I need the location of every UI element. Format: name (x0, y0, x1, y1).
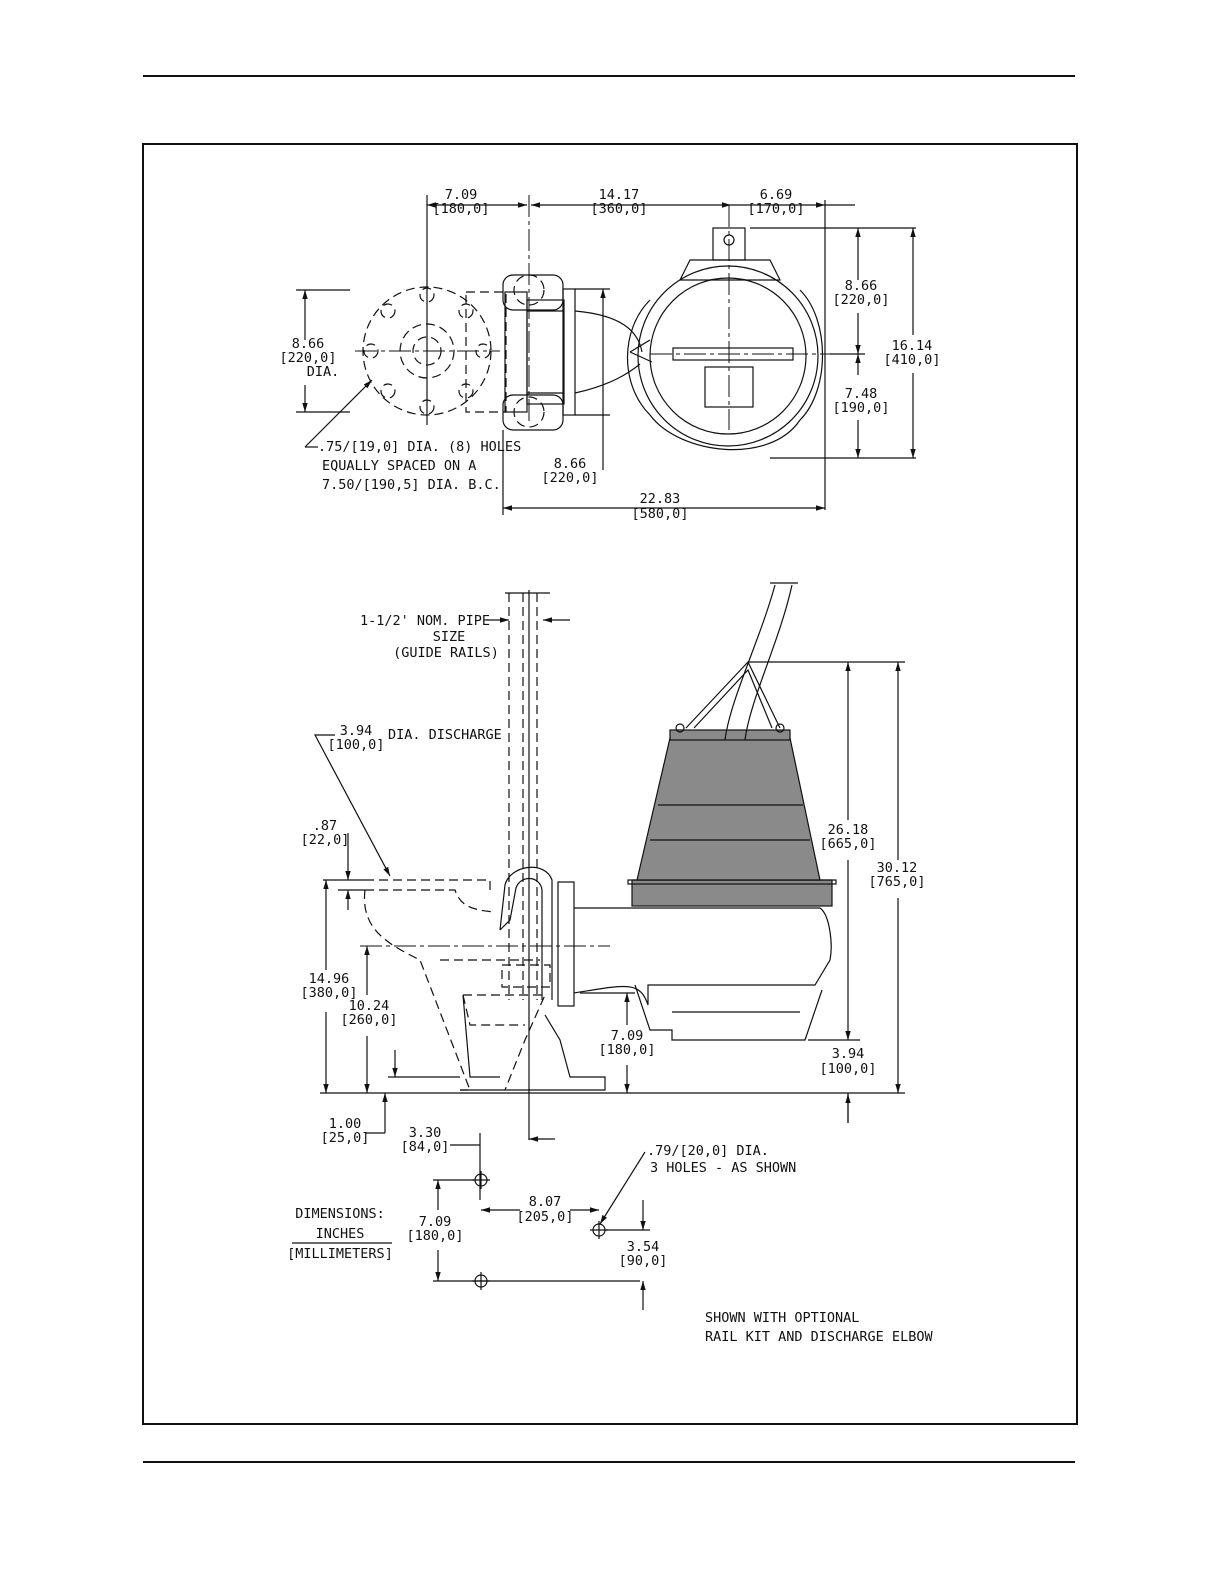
dim-overall-length: 22.83 (640, 491, 681, 507)
dim-overall-width-mm: [410,0] (884, 352, 941, 368)
note-holes-line2: EQUALLY SPACED ON A (322, 458, 476, 474)
dim-claw-mm: [220,0] (542, 470, 599, 486)
dim-base-plate: 1.00 (329, 1116, 362, 1132)
units-legend: DIMENSIONS: INCHES [MILLIMETERS] (287, 1206, 393, 1262)
discharge-label: DIA. DISCHARGE (388, 727, 502, 743)
dim-elbow-top: .87 (313, 818, 337, 834)
footnote-line2: RAIL KIT AND DISCHARGE ELBOW (705, 1329, 933, 1345)
dim-pump-height-mm: [665,0] (820, 836, 877, 852)
dim-upper-half-mm: [220,0] (833, 292, 890, 308)
discharge-size: 3.94 (340, 723, 373, 739)
dim-total-height-mm: [765,0] (869, 874, 926, 890)
dim-flange: 8.66 (292, 336, 325, 352)
dim-elbow-height-mm: [380,0] (301, 985, 358, 1001)
dim-flange-dia: DIA. (307, 364, 340, 380)
drawing-frame (142, 143, 1078, 1425)
dim-discharge-center-mm: [260,0] (341, 1012, 398, 1028)
legend-title: DIMENSIONS: (295, 1206, 384, 1222)
legend-inches: INCHES (316, 1226, 365, 1242)
dim-claw-height: 7.09 (611, 1028, 644, 1044)
dim-claw-height-mm: [180,0] (599, 1042, 656, 1058)
dim-hole-spacing-mm: [180,0] (407, 1228, 464, 1244)
dim-top-a-mm: [180,0] (433, 201, 490, 217)
dim-claw: 8.66 (554, 456, 587, 472)
dim-flange-mm: [220,0] (280, 350, 337, 366)
footnote-line1: SHOWN WITH OPTIONAL (705, 1310, 859, 1326)
dim-lower-half: 7.48 (845, 386, 878, 402)
dim-top-b-mm: [360,0] (591, 201, 648, 217)
note-holes-line3: 7.50/[190,5] DIA. B.C. (322, 477, 501, 493)
dim-hole-offset: 3.30 (409, 1125, 442, 1141)
pipe-note-line1: 1-1/2' NOM. PIPE (360, 613, 490, 629)
pipe-note-line3: (GUIDE RAILS) (393, 645, 499, 661)
dim-overall-width: 16.14 (892, 338, 933, 354)
top-view: 7.09 [180,0] 14.17 [360,0] 6.69 [170,0] … (280, 187, 941, 522)
dim-upper-half: 8.66 (845, 278, 878, 294)
legend-millimeters: [MILLIMETERS] (287, 1246, 393, 1262)
dim-base-plate-mm: [25,0] (321, 1130, 370, 1146)
dim-hole-lateral-mm: [205,0] (517, 1209, 574, 1225)
dim-top-c: 6.69 (760, 187, 793, 203)
dim-top-c-mm: [170,0] (748, 201, 805, 217)
note-holes-line1: .75/[19,0] DIA. (8) HOLES (318, 439, 521, 455)
discharge-size-mm: [100,0] (328, 737, 385, 753)
pipe-note-line2: SIZE (433, 629, 466, 645)
dim-hole-vertical-mm: [90,0] (619, 1253, 668, 1269)
dim-elbow-height: 14.96 (309, 971, 350, 987)
base-plan: 3.30 [84,0] 7.09 [180,0] 8.07 [205,0] 3.… (401, 1125, 796, 1310)
dim-lower-half-mm: [190,0] (833, 400, 890, 416)
dim-hole-offset-mm: [84,0] (401, 1139, 450, 1155)
base-holes-line1: .79/[20,0] DIA. (647, 1143, 769, 1159)
dim-total-height: 30.12 (877, 860, 918, 876)
dim-clearance-mm: [100,0] (820, 1061, 877, 1077)
dim-pump-height: 26.18 (828, 822, 869, 838)
dim-discharge-center: 10.24 (349, 998, 390, 1014)
dim-hole-vertical: 3.54 (627, 1239, 660, 1255)
dim-top-a: 7.09 (445, 187, 478, 203)
base-holes-line2: 3 HOLES - AS SHOWN (650, 1160, 796, 1176)
dim-hole-lateral: 8.07 (529, 1194, 562, 1210)
dim-top-b: 14.17 (599, 187, 640, 203)
side-view: 1-1/2' NOM. PIPE SIZE (GUIDE RAILS) (301, 582, 926, 1146)
dim-elbow-top-mm: [22,0] (301, 832, 350, 848)
dim-hole-spacing: 7.09 (419, 1214, 452, 1230)
dim-overall-length-mm: [580,0] (632, 506, 689, 522)
dim-clearance: 3.94 (832, 1046, 865, 1062)
